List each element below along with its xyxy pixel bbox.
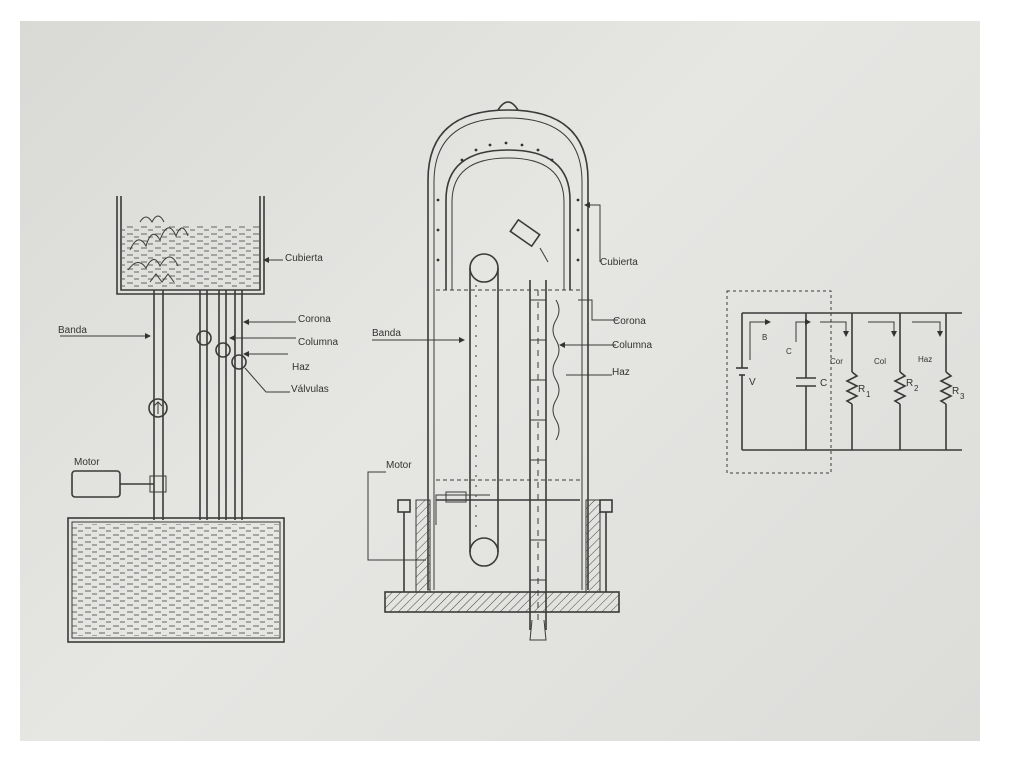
label-i-col: Col: [874, 357, 886, 366]
label-i-c: C: [786, 347, 792, 356]
belt: [469, 253, 499, 567]
label-i-haz: Haz: [918, 355, 932, 364]
label-banda-left: Banda: [58, 325, 87, 336]
label-r2: R: [906, 378, 913, 389]
corona-dots: [436, 141, 580, 262]
label-r3-sub: 3: [960, 392, 965, 401]
label-corona-left: Corona: [298, 314, 331, 325]
base: [384, 499, 620, 613]
label-valvulas: Válvulas: [291, 384, 329, 395]
capacitor: [796, 313, 816, 450]
label-columna-center: Columna: [612, 340, 652, 351]
resistor-r3: [939, 313, 953, 450]
center-motor: [435, 491, 490, 525]
ion-source: [509, 218, 549, 263]
label-r3: R: [952, 386, 959, 397]
label-r2-sub: 2: [914, 384, 919, 393]
label-i-b: B: [762, 333, 767, 342]
left-diagram: Cubierta Corona Columna Haz Banda Válvul…: [58, 196, 338, 643]
label-c: C: [820, 378, 827, 389]
label-motor-center: Motor: [386, 460, 412, 471]
label-r1-sub: 1: [866, 390, 871, 399]
lower-tank: [67, 517, 285, 643]
battery: [736, 313, 748, 450]
label-columna-left: Columna: [298, 337, 338, 348]
label-r1: R: [858, 384, 865, 395]
resistor-r1: [845, 313, 859, 450]
label-i-cor: Cor: [830, 357, 843, 366]
outer-dome: [427, 109, 589, 590]
inner-dome: [445, 149, 571, 290]
center-diagram: Cubierta Corona Columna Haz Banda Motor: [367, 101, 652, 641]
left-leaders: [60, 257, 296, 393]
label-corona-center: Corona: [613, 316, 646, 327]
label-haz-center: Haz: [612, 367, 630, 378]
current-arrows: [749, 319, 943, 360]
label-cubierta-left: Cubierta: [285, 253, 323, 264]
label-cubierta-center: Cubierta: [600, 257, 638, 268]
label-haz-left: Haz: [292, 362, 310, 373]
center-leaders: [367, 202, 618, 561]
top-knob: [497, 101, 519, 111]
label-v: V: [749, 377, 756, 388]
valves: [148, 330, 247, 418]
dashed-enclosure: [726, 290, 832, 474]
column: [529, 280, 560, 641]
label-motor-left: Motor: [74, 457, 100, 468]
motor: [71, 470, 167, 498]
circuit-diagram: B C Cor Col Haz V C R 1 R 2 R 3: [726, 290, 965, 474]
pipes: [153, 290, 243, 520]
upper-tank: [116, 196, 265, 295]
label-banda-center: Banda: [372, 328, 401, 339]
resistor-r2: [893, 313, 907, 450]
